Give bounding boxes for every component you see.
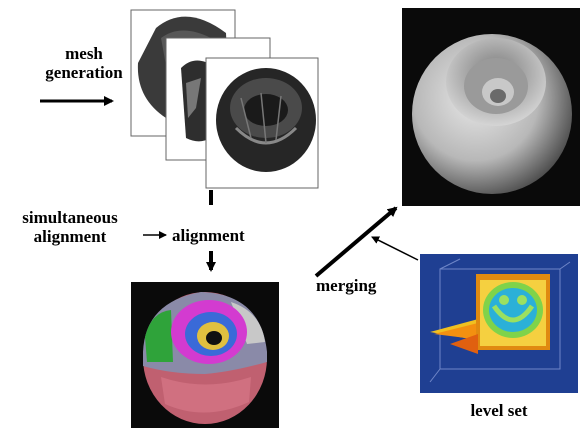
mesh-generation-line2: generation	[30, 63, 138, 82]
merged-model-image	[402, 8, 580, 206]
level-set-label: level set	[420, 401, 578, 420]
simultaneous-alignment-label: simultaneous alignment	[0, 208, 140, 246]
simultaneous-line2: alignment	[0, 227, 140, 246]
level-set-image	[420, 254, 578, 393]
level-set-svg	[420, 254, 578, 393]
alignment-label: alignment	[172, 226, 245, 245]
aligned-model-image	[131, 282, 279, 428]
merging-arrow	[316, 208, 396, 276]
merging-label: merging	[316, 276, 376, 295]
mesh-generation-line1: mesh	[30, 44, 138, 63]
mesh-generation-label: mesh generation	[30, 44, 138, 82]
simultaneous-line1: simultaneous	[0, 208, 140, 227]
merged-model-svg	[402, 8, 580, 206]
level-set-pointer-arrow	[372, 237, 418, 260]
mesh-stack-image	[126, 8, 322, 192]
mesh-stack-svg	[126, 8, 322, 192]
aligned-model-svg	[131, 282, 279, 428]
